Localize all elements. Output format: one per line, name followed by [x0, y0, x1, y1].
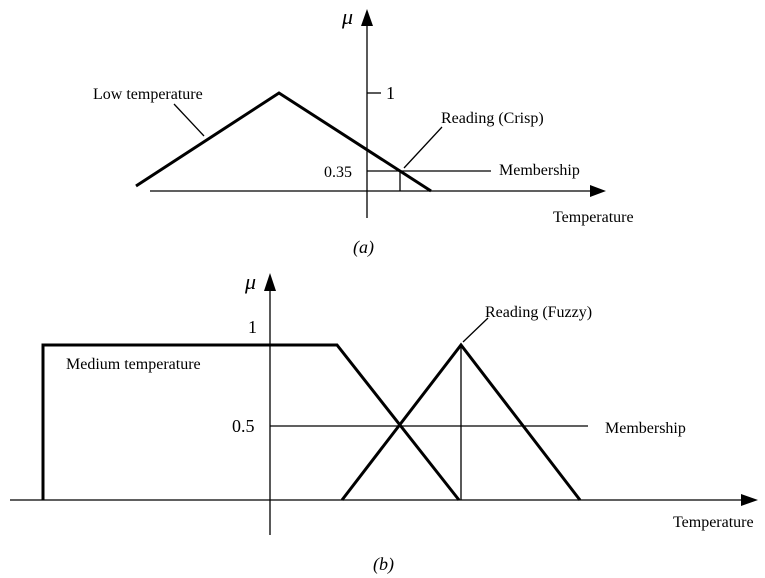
a-caption: (a)	[353, 237, 374, 258]
a-low-temperature-curve	[135, 91, 432, 193]
a-tick-one-label: 1	[386, 83, 395, 103]
b-y-axis-label: μ	[244, 269, 256, 294]
b-set-label: Medium temperature	[66, 356, 201, 373]
a-x-axis-arrow	[590, 185, 606, 197]
b-x-axis-arrow	[741, 494, 758, 506]
b-membership-value: 0.5	[232, 416, 255, 436]
diagram-b: 1 0.5 Medium temperature Reading (Fuzzy)…	[10, 269, 758, 575]
a-y-axis-arrow	[361, 9, 373, 26]
diagram-a: 1 Low temperature 0.35 Membership Readin…	[93, 4, 634, 258]
a-y-axis-label: μ	[341, 4, 353, 29]
b-reading-label: Reading (Fuzzy)	[485, 304, 592, 321]
a-set-label: Low temperature	[93, 86, 203, 103]
a-membership-value: 0.35	[324, 164, 352, 181]
b-reading-leader-line	[462, 317, 489, 343]
a-set-leader-line	[173, 103, 205, 137]
b-x-axis-label: Temperature	[673, 514, 754, 531]
a-x-axis-label: Temperature	[553, 209, 634, 226]
b-y-axis-arrow	[264, 273, 276, 291]
a-reading-leader-line	[403, 126, 443, 169]
b-medium-temperature-curve	[41, 343, 461, 501]
b-membership-label: Membership	[605, 420, 686, 437]
a-reading-label: Reading (Crisp)	[441, 110, 544, 127]
b-caption: (b)	[373, 554, 394, 575]
a-membership-label: Membership	[499, 162, 580, 179]
b-tick-one-label: 1	[248, 317, 257, 337]
